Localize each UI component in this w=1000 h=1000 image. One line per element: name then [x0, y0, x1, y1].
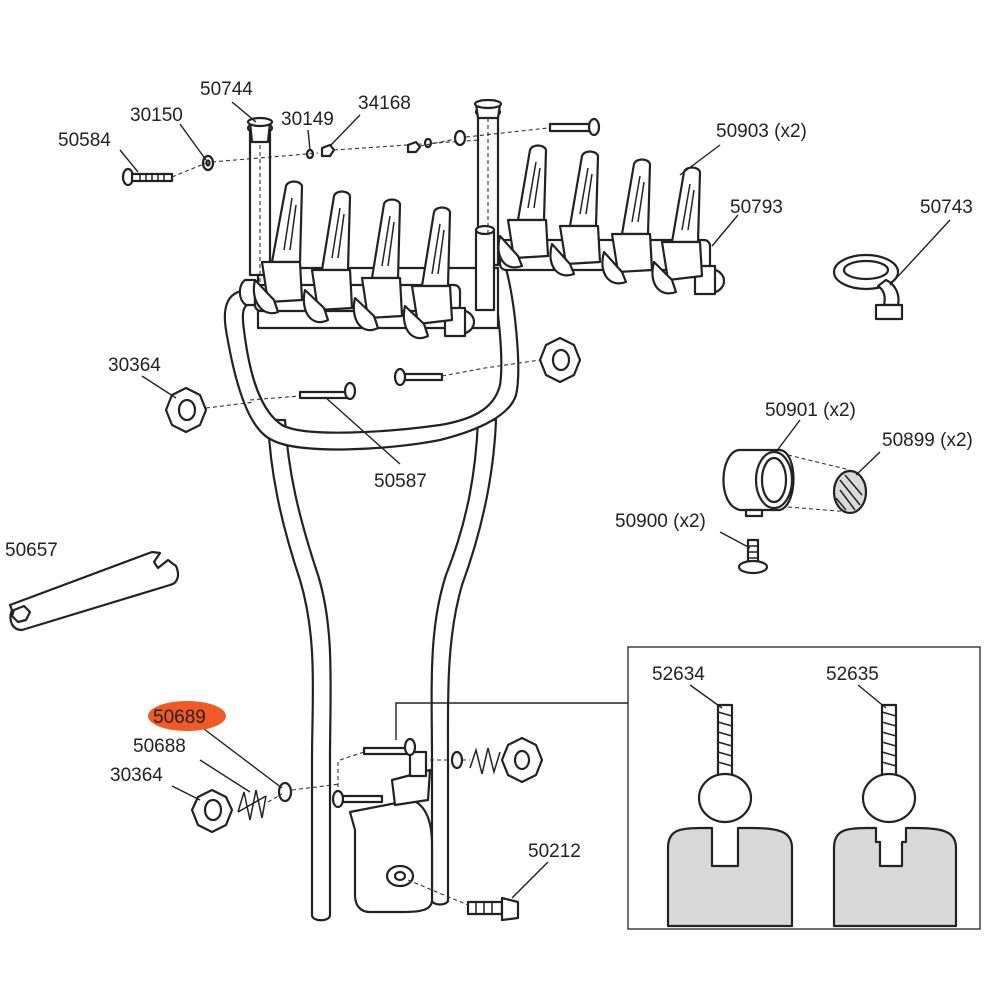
label-50688: 50688	[133, 736, 186, 757]
label-50744: 50744	[200, 79, 253, 100]
top-bolt-50584	[121, 167, 174, 187]
strap-8	[651, 166, 704, 295]
label-50587: 50587	[374, 471, 427, 492]
insert-50899	[832, 469, 868, 515]
strap-5	[497, 144, 550, 269]
detail-inset	[395, 646, 981, 930]
label-52635: 52635	[826, 664, 879, 685]
label-50900: 50900 (x2)	[615, 511, 706, 532]
label-52634: 52634	[652, 664, 705, 685]
bracket-lower	[348, 750, 434, 914]
bolt-right-mid	[393, 359, 541, 387]
screw-50900	[737, 538, 769, 575]
label-50901: 50901 (x2)	[765, 400, 856, 421]
strap-6	[549, 150, 602, 277]
bolt-50587	[249, 381, 357, 401]
strap-4	[402, 206, 454, 340]
nut-34168	[320, 143, 336, 158]
label-30364-bottom: 30364	[110, 765, 163, 786]
label-50689: 50689	[153, 707, 206, 728]
knob-right-mid	[538, 336, 582, 384]
label-30150: 30150	[130, 105, 183, 126]
knob-30364-bottom	[190, 788, 234, 834]
part-labels: 50744 30150 30149 34168 50584 50903 (x2)…	[5, 79, 973, 862]
strap-50743	[832, 253, 904, 321]
right-washer-spring-knob	[450, 736, 544, 784]
label-50212: 50212	[528, 841, 581, 862]
label-50743: 50743	[920, 197, 973, 218]
spring-50688	[237, 789, 267, 821]
bolt-50212	[407, 879, 520, 922]
left-clamp-set	[252, 180, 476, 340]
highlight-marker-50689	[148, 701, 226, 731]
leader-lines	[119, 101, 951, 899]
top-right-hardware	[406, 117, 601, 154]
bolt-lower-upper	[362, 737, 417, 757]
label-50657: 50657	[5, 540, 58, 561]
strap-1	[252, 180, 304, 315]
adapter-50901	[722, 448, 795, 518]
right-clamp-set	[497, 144, 726, 296]
label-30364-top: 30364	[108, 355, 161, 376]
washer-50689	[277, 781, 293, 803]
bolt-lower-lower	[331, 789, 384, 809]
label-34168: 34168	[358, 93, 411, 114]
label-30149: 30149	[281, 109, 334, 130]
wrench-50657	[8, 550, 180, 632]
label-50899: 50899 (x2)	[882, 430, 973, 451]
knob-30364-top	[164, 386, 208, 434]
strap-7	[601, 158, 654, 285]
label-50793: 50793	[730, 197, 783, 218]
strap-3	[352, 198, 404, 332]
label-50584: 50584	[58, 130, 111, 151]
strap-2	[302, 190, 354, 324]
label-50903: 50903 (x2)	[716, 121, 807, 142]
